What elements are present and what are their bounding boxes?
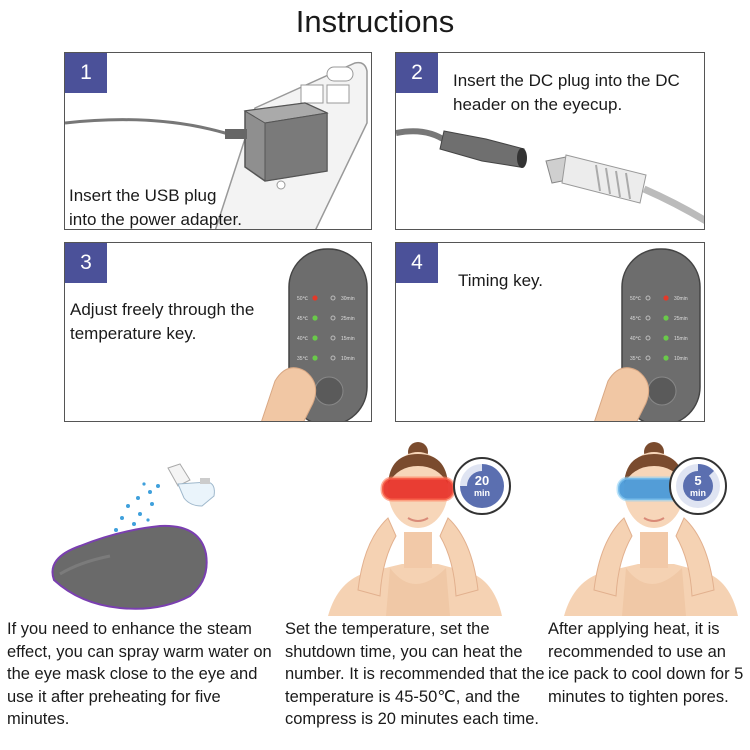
- caption-heat: Set the temperature, set the shutdown ti…: [285, 620, 545, 728]
- step-3-line-1: Adjust freely through the: [70, 300, 255, 319]
- step-2-line-2: header on the eyecup.: [453, 95, 623, 114]
- step-1-line-2: into the power adapter.: [69, 210, 242, 229]
- time-label-30-b: 30min: [674, 296, 688, 302]
- temp-label-40-b: 40℃: [630, 336, 642, 342]
- dc-plug-illustration: [396, 128, 704, 224]
- step-2-line-1: Insert the DC plug into the DC: [453, 71, 680, 90]
- step-3-text: Adjust freely through the temperature ke…: [70, 298, 254, 346]
- step-4-text: Timing key.: [458, 269, 543, 293]
- timer-5-value: 5: [694, 473, 701, 488]
- time-label-10: 10min: [341, 356, 355, 362]
- power-adapter-illustration: [65, 61, 368, 229]
- step-4-line-1: Timing key.: [458, 271, 544, 290]
- time-label-10-b: 10min: [674, 356, 688, 362]
- timer-20-value: 20: [475, 473, 489, 488]
- heat-mask-woman-illustration: 20 min: [328, 442, 511, 616]
- step-4-panel: 50℃ 45℃ 40℃ 35℃ 30min 25min 15min 10min …: [395, 242, 705, 422]
- step-1-panel: 1 Insert the USB plug into the power ada…: [64, 52, 372, 230]
- caption-spray: If you need to enhance the steam effect,…: [7, 620, 272, 728]
- temp-label-45: 45℃: [297, 316, 309, 322]
- time-label-25: 25min: [341, 316, 355, 322]
- temp-label-50: 50℃: [297, 296, 309, 302]
- time-label-15-b: 15min: [674, 336, 688, 342]
- timer-20-unit: min: [474, 488, 490, 498]
- time-label-25-b: 25min: [674, 316, 688, 322]
- cool-mask-woman-illustration: 5 min: [564, 442, 738, 616]
- timer-5-unit: min: [690, 488, 706, 498]
- timer-5-icon: 5 min: [669, 457, 727, 515]
- step-2-number: 2: [396, 53, 438, 93]
- page-title: Instructions: [295, 4, 455, 39]
- step-2-panel: 2 Insert the DC plug into the DC header …: [395, 52, 705, 230]
- step-4-number: 4: [396, 243, 438, 283]
- temp-label-45-b: 45℃: [630, 316, 642, 322]
- temp-label-50-b: 50℃: [630, 296, 642, 302]
- step-1-text: Insert the USB plug into the power adapt…: [69, 184, 242, 229]
- step-3-line-2: temperature key.: [70, 324, 197, 343]
- temp-label-35: 35℃: [297, 356, 309, 362]
- spray-eye-mask-illustration: [51, 463, 215, 610]
- step-2-text: Insert the DC plug into the DC header on…: [453, 69, 680, 117]
- caption-cool: After applying heat, it is recommended t…: [548, 620, 744, 706]
- temp-label-40: 40℃: [297, 336, 309, 342]
- step-1-line-1: Insert the USB plug: [69, 186, 217, 205]
- time-label-15: 15min: [341, 336, 355, 342]
- timer-20-icon: 20 min: [453, 457, 511, 515]
- step-1-number: 1: [65, 53, 107, 93]
- time-label-30: 30min: [341, 296, 355, 302]
- remote-timing-illustration: 50℃ 45℃ 40℃ 35℃ 30min 25min 15min 10min: [594, 248, 701, 421]
- remote-temperature-illustration: 50℃ 45℃ 40℃ 35℃ 30min 25min 15min 10min: [261, 248, 368, 421]
- step-3-number: 3: [65, 243, 107, 283]
- temp-label-35-b: 35℃: [630, 356, 642, 362]
- step-3-panel: 50℃ 45℃ 40℃ 35℃ 30min 25min 15min 10min …: [64, 242, 372, 422]
